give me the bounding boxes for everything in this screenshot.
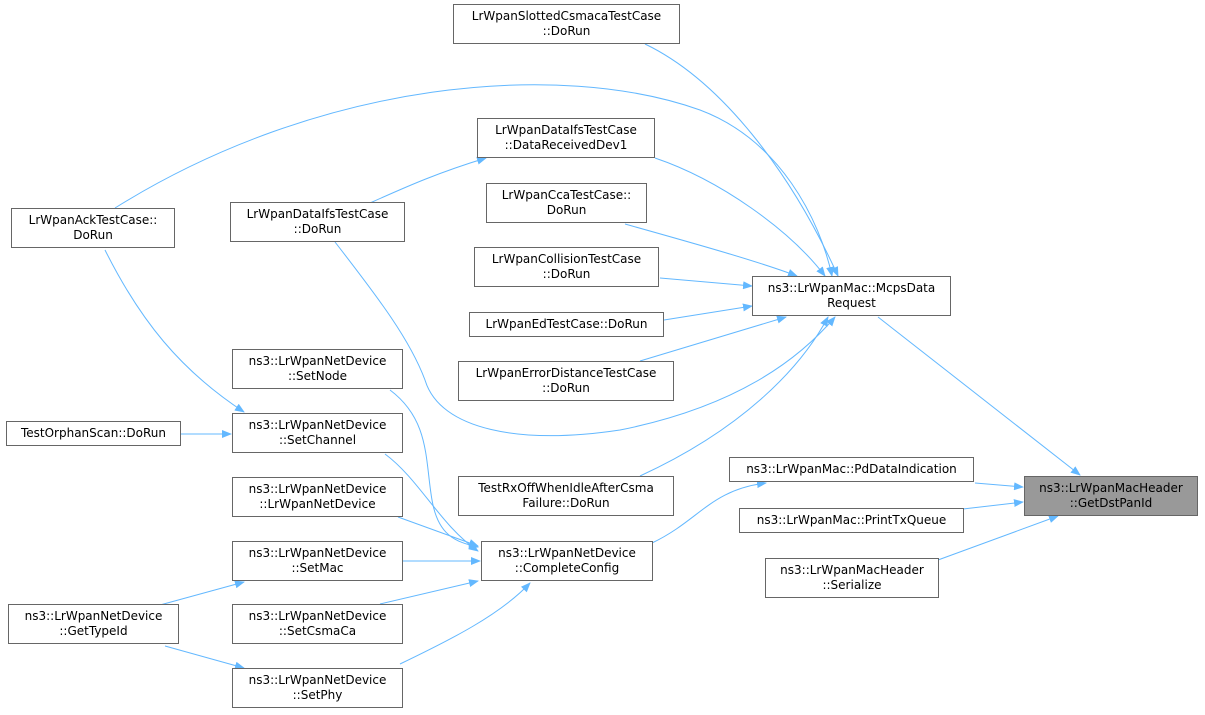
edge-completeconfig-to-pddataindication — [651, 480, 767, 544]
node-completeconfig[interactable]: ns3::LrWpanNetDevice ::CompleteConfig — [481, 541, 653, 581]
node-collision-line2: ::DoRun — [542, 267, 591, 281]
edge-setcsmaca-to-completeconfig — [379, 579, 479, 605]
node-collision[interactable]: LrWpanCollisionTestCase ::DoRun — [474, 247, 659, 287]
edge-acktestcase-to-setchannel — [104, 249, 245, 413]
node-ccatestcase-line2: DoRun — [546, 203, 587, 217]
edge-dataifsdorun-to-mcpsdatarequest — [334, 241, 836, 437]
node-mcpsdatarequest-line1: ns3::LrWpanMac::McpsData — [767, 281, 936, 295]
node-dataifsdorun[interactable]: LrWpanDataIfsTestCase ::DoRun — [230, 202, 405, 242]
node-setphy-line2: ::SetPhy — [292, 688, 343, 702]
node-rxoffwhenidle[interactable]: TestRxOffWhenIdleAfterCsma Failure::DoRu… — [458, 476, 674, 516]
node-slottedcsmaca-line2: ::DoRun — [542, 24, 591, 38]
node-edtestcase-line1: LrWpanEdTestCase::DoRun — [485, 317, 648, 331]
edge-gettypeid-to-setphy — [164, 645, 245, 670]
edge-pddataindication-to-getdstpanid — [974, 482, 1024, 491]
node-getdstpanid-line1: ns3::LrWpanMacHeader — [1039, 481, 1183, 495]
node-rxoffwhenidle-line1: TestRxOffWhenIdleAfterCsma — [478, 481, 654, 495]
node-acktestcase-line1: LrWpanAckTestCase:: — [28, 213, 158, 227]
edge-printtxqueue-to-getdstpanid — [962, 499, 1024, 510]
edge-slottedcsmaca-to-mcpsdatarequest — [644, 43, 839, 277]
node-printtxqueue-line1: ns3::LrWpanMac::PrintTxQueue — [756, 513, 947, 527]
node-collision-line1: LrWpanCollisionTestCase — [491, 252, 642, 266]
edge-gettypeid-to-setmac — [159, 580, 245, 606]
edge-lrwpannetdevice-to-completeconfig — [397, 516, 479, 547]
edge-setphy-to-completeconfig — [399, 582, 531, 665]
node-pddataindication[interactable]: ns3::LrWpanMac::PdDataIndication — [729, 457, 974, 482]
node-getdstpanid-line2: ::GetDstPanId — [1069, 496, 1153, 510]
edge-mcpsdatarequest-to-getdstpanid — [877, 316, 1081, 476]
edge-ccatestcase-to-mcpsdatarequest — [624, 223, 798, 277]
node-edtestcase[interactable]: LrWpanEdTestCase::DoRun — [469, 312, 664, 337]
node-serialize[interactable]: ns3::LrWpanMacHeader ::Serialize — [765, 558, 939, 598]
node-mcpsdatarequest-line2: Request — [827, 296, 876, 310]
edge-edtestcase-to-mcpsdatarequest — [663, 303, 753, 321]
node-orphanscan-line1: TestOrphanScan::DoRun — [20, 426, 167, 440]
node-datareceiveddev1-line2: ::DataReceivedDev1 — [504, 138, 628, 152]
node-setphy[interactable]: ns3::LrWpanNetDevice ::SetPhy — [232, 668, 403, 708]
node-acktestcase-line2: DoRun — [73, 228, 113, 242]
node-setnode[interactable]: ns3::LrWpanNetDevice ::SetNode — [232, 349, 403, 389]
node-acktestcase[interactable]: LrWpanAckTestCase:: DoRun — [11, 208, 175, 248]
node-gettypeid[interactable]: ns3::LrWpanNetDevice ::GetTypeId — [8, 604, 179, 644]
node-serialize-line2: ::Serialize — [822, 578, 882, 592]
node-setcsmaca-line2: ::SetCsmaCa — [278, 624, 357, 638]
edge-datareceiveddev1-to-mcpsdatarequest — [654, 157, 826, 277]
edge-collision-to-mcpsdatarequest — [659, 277, 753, 290]
node-pddataindication-line1: ns3::LrWpanMac::PdDataIndication — [746, 462, 957, 476]
edge-errordistance-to-mcpsdatarequest — [639, 315, 787, 362]
node-mcpsdatarequest[interactable]: ns3::LrWpanMac::McpsData Request — [752, 276, 951, 316]
node-getdstpanid: ns3::LrWpanMacHeader ::GetDstPanId — [1024, 476, 1198, 516]
node-serialize-line1: ns3::LrWpanMacHeader — [780, 563, 924, 577]
node-completeconfig-line1: ns3::LrWpanNetDevice — [498, 546, 636, 560]
node-dataifsdorun-line1: LrWpanDataIfsTestCase — [246, 207, 389, 221]
node-setcsmaca-line1: ns3::LrWpanNetDevice — [248, 609, 387, 623]
node-gettypeid-line2: ::GetTypeId — [59, 624, 128, 638]
node-printtxqueue[interactable]: ns3::LrWpanMac::PrintTxQueue — [739, 508, 964, 533]
node-rxoffwhenidle-line2: Failure::DoRun — [522, 496, 610, 510]
node-setcsmaca[interactable]: ns3::LrWpanNetDevice ::SetCsmaCa — [232, 604, 403, 644]
node-ccatestcase-line1: LrWpanCcaTestCase:: — [501, 188, 632, 202]
node-slottedcsmaca-line1: LrWpanSlottedCsmacaTestCase — [471, 9, 662, 23]
node-lrwpannetdevice-line1: ns3::LrWpanNetDevice — [248, 482, 387, 496]
node-datareceiveddev1[interactable]: LrWpanDataIfsTestCase ::DataReceivedDev1 — [477, 118, 655, 158]
node-setmac-line2: ::SetMac — [291, 561, 344, 575]
node-ccatestcase[interactable]: LrWpanCcaTestCase:: DoRun — [486, 183, 647, 223]
node-setchannel-line2: ::SetChannel — [278, 433, 357, 447]
node-orphanscan[interactable]: TestOrphanScan::DoRun — [6, 421, 181, 446]
edge-setnode-to-completeconfig — [389, 389, 479, 549]
edge-acktestcase-to-mcpsdatarequest — [114, 84, 835, 277]
node-gettypeid-line1: ns3::LrWpanNetDevice — [24, 609, 163, 623]
node-errordistance-line1: LrWpanErrorDistanceTestCase — [475, 366, 657, 380]
node-errordistance[interactable]: LrWpanErrorDistanceTestCase ::DoRun — [458, 361, 674, 401]
node-completeconfig-line2: ::CompleteConfig — [514, 561, 620, 575]
edge-dataifsdorun-to-datareceiveddev1 — [369, 156, 487, 204]
node-errordistance-line2: ::DoRun — [542, 381, 590, 395]
node-setchannel[interactable]: ns3::LrWpanNetDevice ::SetChannel — [232, 413, 403, 453]
node-dataifsdorun-line2: ::DoRun — [293, 222, 342, 236]
node-datareceiveddev1-line1: LrWpanDataIfsTestCase — [495, 123, 637, 137]
edge-serialize-to-getdstpanid — [937, 515, 1059, 561]
node-setnode-line1: ns3::LrWpanNetDevice — [248, 354, 387, 368]
node-setmac[interactable]: ns3::LrWpanNetDevice ::SetMac — [232, 541, 403, 581]
node-setphy-line1: ns3::LrWpanNetDevice — [248, 673, 387, 687]
node-slottedcsmaca[interactable]: LrWpanSlottedCsmacaTestCase ::DoRun — [453, 4, 680, 44]
node-lrwpannetdevice-line2: ::LrWpanNetDevice — [259, 497, 376, 511]
node-setnode-line2: ::SetNode — [287, 369, 348, 383]
node-setchannel-line1: ns3::LrWpanNetDevice — [248, 418, 387, 432]
node-setmac-line1: ns3::LrWpanNetDevice — [248, 546, 387, 560]
node-lrwpannetdevice[interactable]: ns3::LrWpanNetDevice ::LrWpanNetDevice — [232, 477, 403, 517]
